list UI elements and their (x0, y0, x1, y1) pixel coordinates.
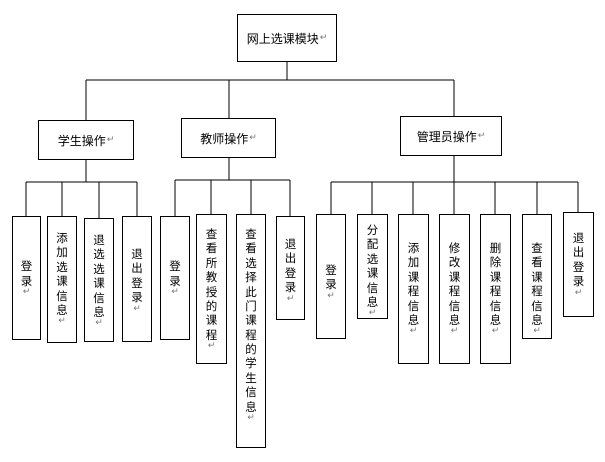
admin-node: 管理员操作↵ (400, 116, 502, 156)
teacher-leaf-logout: 退出登录↵ (276, 216, 305, 320)
teacher-label: 教师操作 (200, 131, 249, 146)
admin-leaf-login: 登录↵ (316, 214, 346, 339)
student-leaf-login: 登录↵ (12, 216, 41, 340)
admin-leaf-logout: 退出登录↵ (563, 212, 594, 317)
student-node: 学生操作↵ (38, 120, 134, 160)
root-label: 网上选课模块 (246, 31, 319, 46)
teacher-leaf-view-students: 查看选择此门课程的学生信息↵ (236, 214, 266, 448)
student-leaf-add-selection: 添加选课信息↵ (47, 216, 77, 343)
admin-leaf-delete-course: 删除课程信息↵ (480, 214, 511, 364)
admin-leaf-add-course: 添加课程信息↵ (398, 214, 429, 364)
student-leaf-logout: 退出登录↵ (122, 216, 152, 342)
student-label: 学生操作 (57, 133, 106, 148)
admin-leaf-view-course: 查看课程信息↵ (522, 214, 552, 339)
student-leaf-drop-selection: 退选选课信息↵ (84, 218, 114, 342)
teacher-leaf-login: 登录↵ (160, 216, 190, 340)
admin-label: 管理员操作 (416, 129, 477, 144)
root-node: 网上选课模块↵ (237, 14, 337, 62)
admin-leaf-edit-course: 修改课程信息↵ (439, 214, 470, 364)
admin-leaf-assign-selection: 分配选课信息↵ (357, 214, 388, 319)
teacher-leaf-view-courses: 查看所教授的课程↵ (196, 214, 227, 364)
teacher-node: 教师操作↵ (181, 118, 276, 158)
